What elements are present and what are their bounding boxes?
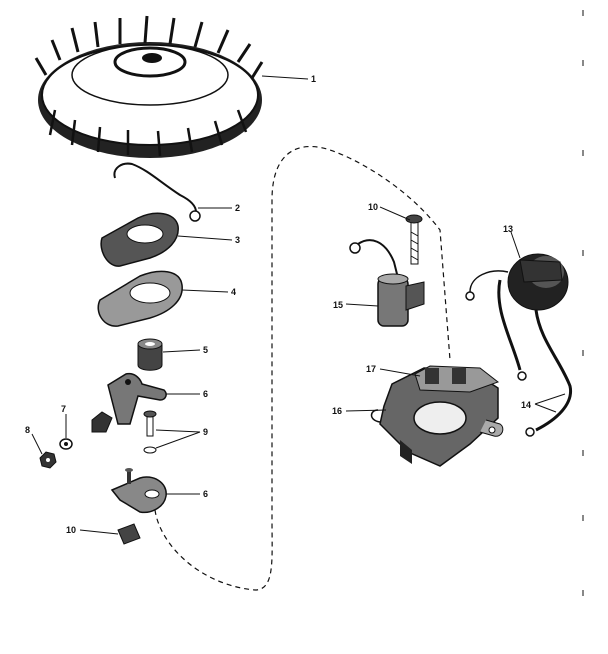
- label-ignition-coil: 13: [503, 224, 513, 234]
- label-coil-lead-wires: 14: [521, 400, 531, 410]
- label-dust-cover: 3: [235, 235, 240, 245]
- pivot-pin: [59, 438, 73, 450]
- retainer-spring-loop: [189, 210, 201, 222]
- breaker-point-bracket: [110, 468, 167, 514]
- leader-lines: [31, 75, 566, 535]
- callout-labels: 1 2 3 4 5 6 7 8 9 6 10 10 15 13 14 17 16: [25, 74, 531, 535]
- label-pivot-pin: 7: [61, 404, 66, 414]
- label-condenser: 15: [333, 300, 343, 310]
- label-breaker-arm: 6: [203, 389, 208, 399]
- condenser: [349, 239, 425, 327]
- retainer-spring: [113, 162, 197, 213]
- cam: [137, 338, 163, 371]
- label-stator-plate: 16: [332, 406, 342, 416]
- label-retainer-spring: 2: [235, 203, 240, 213]
- label-gasket: 4: [231, 287, 236, 297]
- breaker-arm: [91, 372, 167, 433]
- dust-cover: [100, 212, 179, 267]
- terminal-clip: [117, 523, 141, 545]
- assembly-dashed-line: [154, 146, 451, 591]
- label-condenser-screw: 10: [368, 202, 378, 212]
- label-cam: 5: [203, 345, 208, 355]
- label-breaker-point-bracket: 6: [203, 489, 208, 499]
- label-mounting-bracket: 17: [366, 364, 376, 374]
- coil-lead-wires: [497, 279, 573, 437]
- label-flywheel: 1: [311, 74, 316, 84]
- condenser-screw: [405, 214, 423, 265]
- ignition-coil: [465, 253, 569, 311]
- nut: [39, 451, 57, 469]
- flywheel: [34, 15, 264, 158]
- label-screws: 9: [203, 427, 208, 437]
- gasket: [97, 270, 183, 327]
- screws: [143, 410, 157, 454]
- label-terminal-clip: 10: [66, 525, 76, 535]
- stator-plate: [370, 365, 504, 467]
- label-nut: 8: [25, 425, 30, 435]
